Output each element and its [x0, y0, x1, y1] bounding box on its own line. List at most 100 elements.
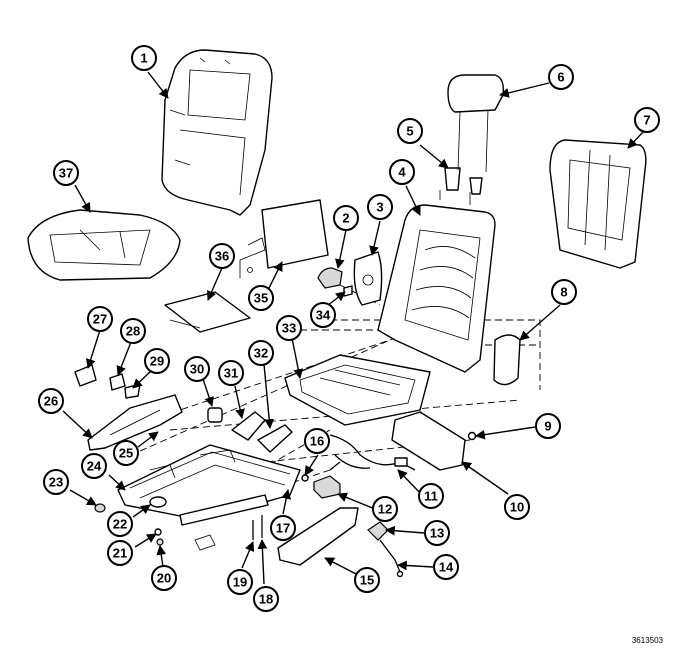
callout-label: 37: [59, 166, 73, 181]
part-wire-harness: [329, 434, 416, 471]
callout-3: 3: [367, 194, 393, 220]
callout-16: 16: [304, 428, 330, 454]
callout-11: 11: [418, 483, 444, 509]
callout-23: 23: [43, 469, 69, 495]
callout-label: 22: [113, 517, 127, 532]
callout-label: 21: [113, 546, 127, 561]
callout-label: 14: [439, 560, 454, 575]
callout-label: 4: [398, 165, 406, 180]
callout-14: 14: [433, 554, 459, 580]
callout-label: 6: [557, 70, 564, 85]
part-seat-cushion-cover: [27, 209, 181, 281]
part-seat-back-frame: [377, 190, 496, 373]
callout-13: 13: [424, 520, 450, 546]
part-side-shield: [353, 251, 383, 306]
callout-label: 16: [310, 434, 324, 449]
callout-24: 24: [81, 453, 107, 479]
callout-label: 7: [643, 113, 650, 128]
callout-label: 31: [224, 366, 238, 381]
callout-18: 18: [253, 586, 279, 612]
callout-label: 18: [259, 592, 273, 607]
callout-30: 30: [184, 356, 210, 382]
callout-label: 23: [49, 475, 63, 490]
callout-label: 33: [282, 321, 296, 336]
part-bolt-19-18: [252, 515, 263, 540]
callout-15: 15: [354, 567, 380, 593]
callout-19: 19: [227, 569, 253, 595]
part-bushing-30: [207, 407, 223, 423]
callout-22: 22: [107, 511, 133, 537]
callout-label: 28: [126, 324, 140, 339]
callout-25: 25: [113, 440, 139, 466]
callout-label: 32: [254, 346, 268, 361]
callout-label: 3: [376, 200, 383, 215]
callout-20: 20: [151, 565, 177, 591]
callout-label: 15: [360, 573, 374, 588]
part-headrest: [447, 74, 505, 173]
part-recliner-cover-32: [257, 424, 293, 453]
part-lower-side-trim: [277, 507, 359, 566]
callout-35: 35: [248, 285, 274, 311]
part-seat-cushion-frame: [284, 354, 431, 426]
part-screw-34: [343, 285, 353, 297]
callout-31: 31: [218, 360, 244, 386]
callout-label: 9: [544, 419, 551, 434]
callout-label: 26: [44, 394, 58, 409]
part-cover-28: [109, 373, 126, 391]
part-fastener-16: [301, 474, 309, 482]
part-outboard-shield: [87, 394, 183, 451]
part-module: [313, 475, 341, 499]
part-side-bolster-cover: [493, 334, 521, 386]
callout-label: 24: [87, 459, 102, 474]
callout-5: 5: [397, 118, 423, 144]
callout-28: 28: [120, 318, 146, 344]
callout-1: 1: [131, 45, 157, 71]
callout-32: 32: [248, 340, 274, 366]
callout-label: 34: [316, 308, 331, 323]
callout-4: 4: [389, 159, 415, 185]
callout-6: 6: [548, 64, 574, 90]
callout-label: 29: [150, 354, 164, 369]
callout-2: 2: [333, 205, 359, 231]
part-cover-29: [124, 383, 141, 399]
callout-label: 13: [430, 526, 444, 541]
callout-9: 9: [535, 413, 561, 439]
callout-label: 20: [157, 571, 171, 586]
callout-29: 29: [144, 348, 170, 374]
callout-label: 12: [378, 502, 392, 517]
callout-26: 26: [38, 388, 64, 414]
callout-label: 2: [342, 211, 349, 226]
callout-label: 1: [140, 51, 147, 66]
callout-8: 8: [551, 279, 577, 305]
part-motor-22: [149, 496, 167, 508]
callout-21: 21: [107, 540, 133, 566]
part-bolt-20-21: [154, 528, 164, 546]
callout-36: 36: [209, 243, 235, 269]
part-recliner-cover-31: [231, 411, 266, 441]
callout-10: 10: [504, 494, 530, 520]
callout-7: 7: [634, 107, 660, 133]
part-seat-switch: [367, 521, 404, 578]
callout-label: 10: [510, 500, 524, 515]
callout-label: 17: [276, 521, 290, 536]
callout-label: 36: [215, 249, 229, 264]
callout-12: 12: [372, 496, 398, 522]
callout-label: 8: [560, 285, 567, 300]
callout-27: 27: [87, 306, 113, 332]
callout-label: 11: [424, 489, 438, 504]
part-cover-27: [74, 364, 97, 387]
callout-37: 37: [53, 160, 79, 186]
part-seat-back-panel: [239, 199, 329, 278]
callout-33: 33: [276, 315, 302, 341]
part-seat-pan-board: [164, 291, 251, 333]
part-recliner-handle: [317, 267, 343, 289]
callout-label: 35: [254, 291, 268, 306]
callout-34: 34: [310, 302, 336, 328]
part-nut-23: [94, 503, 106, 513]
callout-label: 30: [190, 362, 204, 377]
part-seat-back-cover: [161, 49, 273, 216]
callout-label: 25: [119, 446, 133, 461]
part-headrest-guide: [444, 167, 483, 195]
callout-label: 5: [406, 124, 413, 139]
